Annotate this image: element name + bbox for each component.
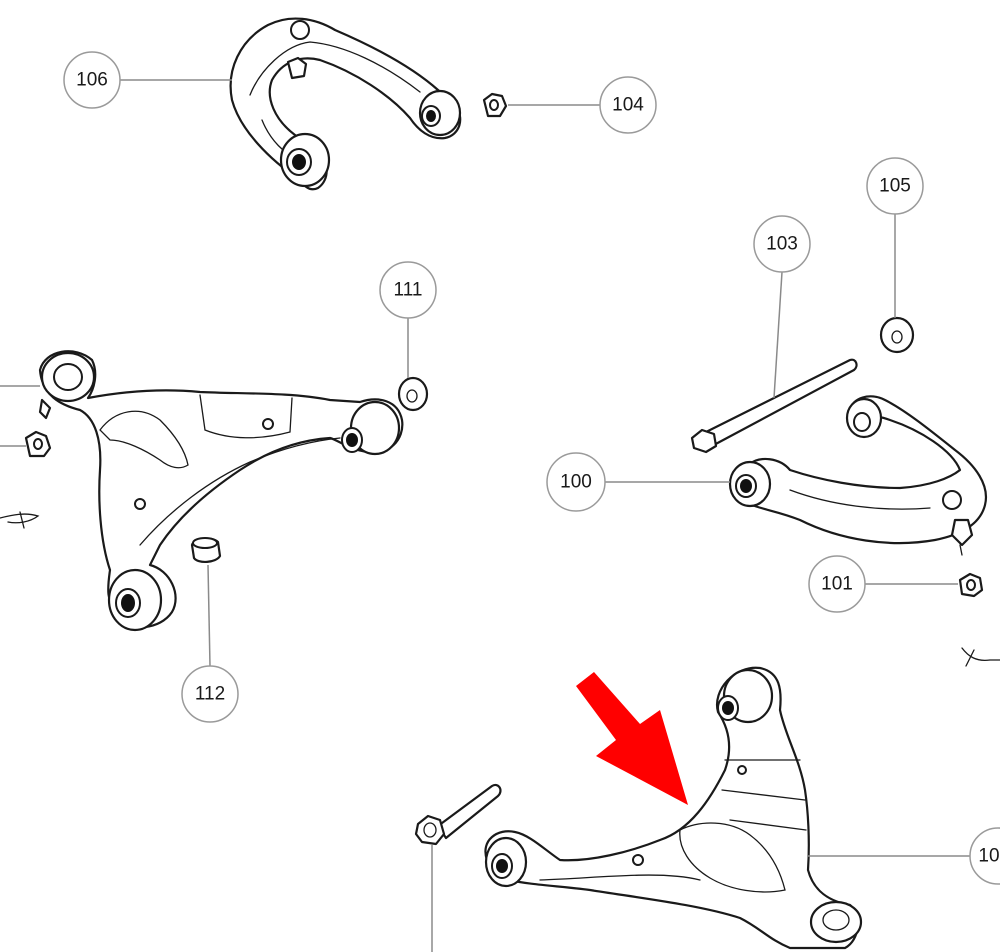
callout-label: 111 — [394, 280, 423, 301]
nut-104-part — [482, 92, 508, 118]
callout-103: 103 — [753, 215, 811, 273]
callout-10x-partial: 10 — [969, 827, 1000, 885]
callout-105: 105 — [866, 157, 924, 215]
left-lower-control-arm-part — [38, 350, 404, 632]
callout-100: 100 — [546, 452, 606, 512]
left-edge-cotter-pin-part — [0, 511, 40, 529]
callout-label: 104 — [612, 95, 644, 116]
callout-label: 106 — [76, 70, 108, 91]
red-pointer-arrow — [576, 672, 688, 805]
bolt-bottom-part — [414, 783, 502, 846]
nut-101-part — [958, 572, 984, 598]
callout-label: 103 — [766, 234, 798, 255]
callout-104: 104 — [599, 76, 657, 134]
bolt-103-part — [690, 358, 858, 454]
callout-106: 106 — [63, 51, 121, 109]
callout-label: 105 — [879, 176, 911, 197]
callout-112: 112 — [181, 665, 239, 723]
callout-101: 101 — [808, 555, 866, 613]
left-edge-nut-part — [24, 430, 52, 458]
upper-control-arm-100-part — [728, 395, 988, 556]
lower-control-arm-part — [484, 666, 863, 950]
callout-label: 10 — [978, 846, 999, 867]
sleeve-112-part — [190, 537, 222, 563]
callout-label: 100 — [560, 472, 592, 493]
callout-111: 111 — [379, 261, 437, 319]
washer-105-part — [879, 316, 915, 354]
callout-label: 112 — [195, 684, 225, 705]
leader-lines — [0, 79, 970, 952]
callout-label: 101 — [821, 574, 853, 595]
right-edge-cotter-pin-part — [961, 647, 1000, 667]
upper-control-arm-part — [229, 17, 462, 191]
washer-111-part — [397, 376, 429, 412]
